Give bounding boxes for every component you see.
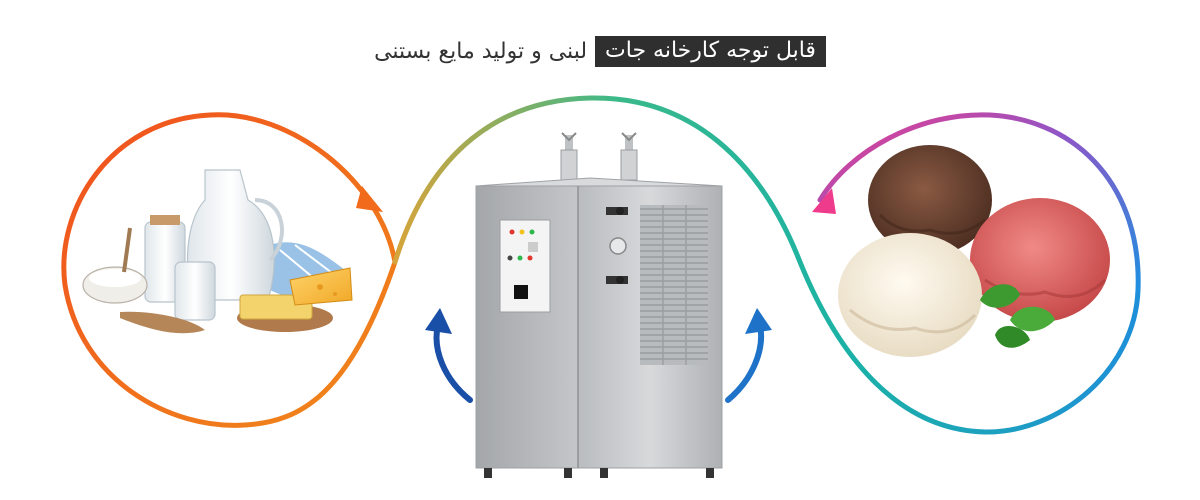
right-loop-arrow xyxy=(817,112,1141,293)
headline-highlight: قابل توجه کارخانه جات xyxy=(595,36,826,67)
left-blue-arrowhead-icon xyxy=(425,308,452,334)
center-wave xyxy=(392,95,1141,435)
left-blue-arrow xyxy=(433,322,473,403)
ice-cream-mix-machine-image xyxy=(475,132,723,478)
vent-grill xyxy=(640,205,708,365)
right-blue-arrow xyxy=(725,322,764,403)
left-loop-arrow xyxy=(61,112,398,428)
left-loop-arrowhead-icon xyxy=(356,186,383,212)
headline-rest: لبنی و تولید مایع بستنی xyxy=(374,39,588,64)
dairy-products-image xyxy=(82,169,353,334)
ice-cream-scoops-image xyxy=(838,145,1110,357)
right-loop-arrowhead-icon xyxy=(812,188,836,214)
right-blue-arrowhead-icon xyxy=(745,308,772,334)
headline: قابل توجه کارخانه جات لبنی و تولید مایع … xyxy=(0,36,1200,67)
